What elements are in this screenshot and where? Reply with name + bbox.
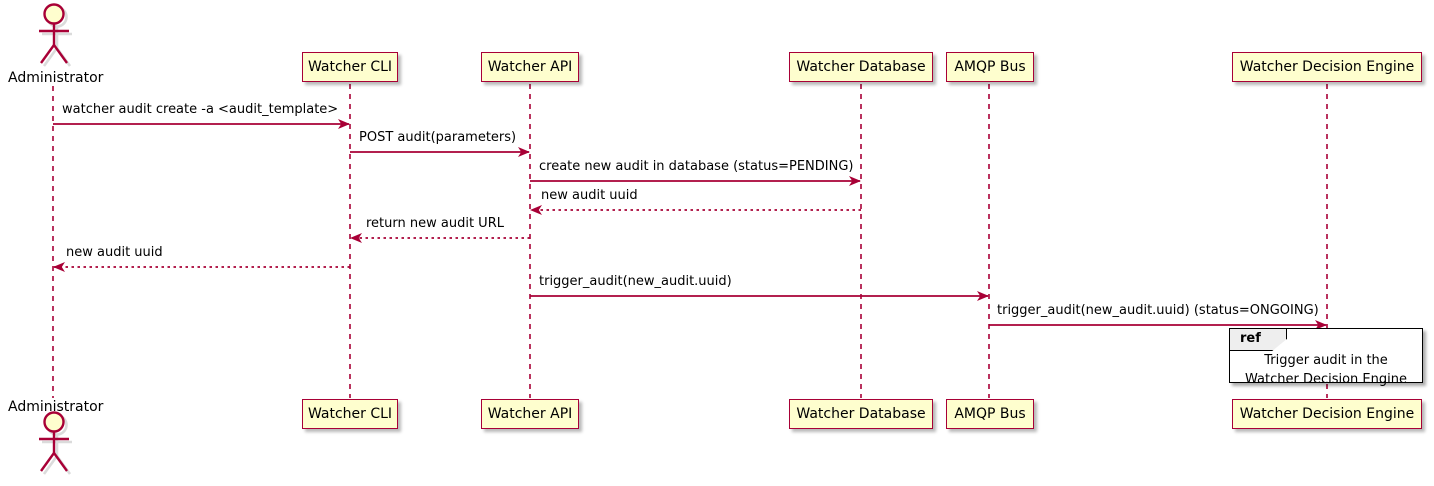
ref-fragment-body: Trigger audit in the Watcher Decision En… <box>1230 352 1422 390</box>
message-label-1: watcher audit create -a <audit_template> <box>62 102 339 117</box>
lifelines <box>52 84 1328 398</box>
message-label-3: create new audit in database (status=PEN… <box>539 159 854 174</box>
ref-fragment-tab-label: ref <box>1240 331 1261 346</box>
ref-fragment-line-2: Watcher Decision Engine <box>1245 371 1407 387</box>
message-label-8: trigger_audit(new_audit.uuid) (status=ON… <box>997 303 1319 318</box>
message-label-7: trigger_audit(new_audit.uuid) <box>539 274 732 289</box>
actor-label-administrator-top: Administrator <box>8 70 104 86</box>
participant-watcher-cli-top[interactable]: Watcher CLI <box>302 52 398 82</box>
participant-watcher-cli-bottom[interactable]: Watcher CLI <box>302 399 398 429</box>
participant-label: Watcher CLI <box>307 406 393 422</box>
message-label-5: return new audit URL <box>366 216 504 231</box>
message-label-6: new audit uuid <box>66 245 163 260</box>
participant-label: Watcher CLI <box>307 59 393 75</box>
participant-watcher-api-top[interactable]: Watcher API <box>481 52 579 82</box>
participant-label: Watcher API <box>487 406 573 422</box>
participant-label: AMQP Bus <box>954 406 1026 422</box>
participant-watcher-database-top[interactable]: Watcher Database <box>789 52 933 82</box>
participant-amqp-bus-bottom[interactable]: AMQP Bus <box>946 399 1034 429</box>
ref-fragment: ref Trigger audit in the Watcher Decisio… <box>1229 328 1423 387</box>
participant-watcher-database-bottom[interactable]: Watcher Database <box>789 399 933 429</box>
message-label-4: new audit uuid <box>541 188 638 203</box>
participant-label: Watcher API <box>487 59 573 75</box>
participant-amqp-bus-top[interactable]: AMQP Bus <box>946 52 1034 82</box>
message-label-2: POST audit(parameters) <box>359 130 517 145</box>
participant-watcher-decision-engine-bottom[interactable]: Watcher Decision Engine <box>1232 399 1422 429</box>
participant-label: Watcher Decision Engine <box>1239 406 1415 422</box>
participant-label: AMQP Bus <box>954 59 1026 75</box>
actor-label-administrator-bottom: Administrator <box>8 399 104 415</box>
participant-label: Watcher Database <box>796 406 926 422</box>
participant-watcher-decision-engine-top[interactable]: Watcher Decision Engine <box>1232 52 1422 82</box>
actor-figures <box>39 3 72 475</box>
participant-label: Watcher Database <box>796 59 926 75</box>
ref-fragment-line-1: Trigger audit in the <box>1264 353 1388 368</box>
participant-watcher-api-bottom[interactable]: Watcher API <box>481 399 579 429</box>
participant-label: Watcher Decision Engine <box>1239 59 1415 75</box>
actor-administrator-bottom <box>39 411 69 472</box>
actor-administrator-top <box>39 3 69 64</box>
